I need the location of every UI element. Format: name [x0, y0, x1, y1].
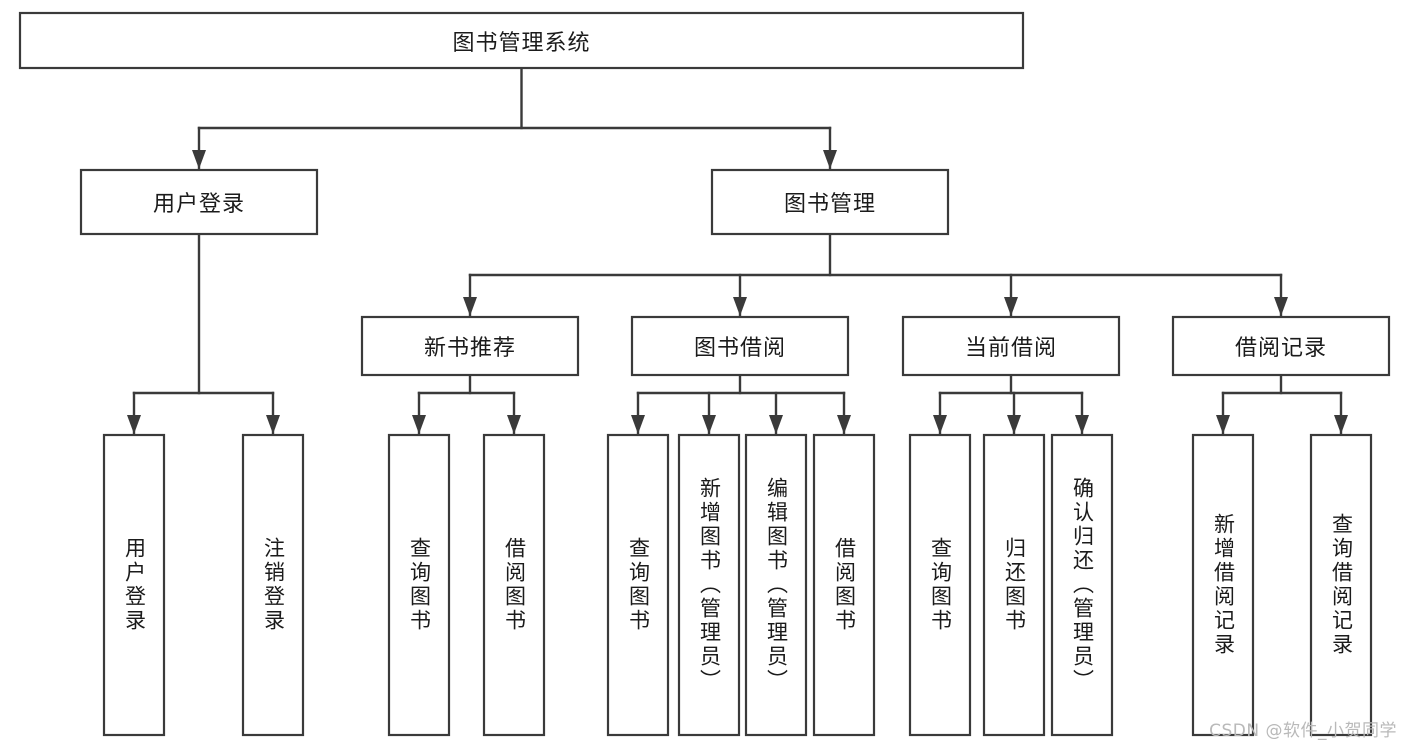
- node-box-new-book-recommend[interactable]: [360, 315, 580, 377]
- connectors-layer: [127, 66, 1348, 436]
- node-box-root[interactable]: [18, 11, 1025, 70]
- arrow-head-icon-leaf-borrow-book-rec: [507, 415, 521, 434]
- node-box-leaf-confirm-return[interactable]: [1050, 433, 1114, 737]
- boxes-layer: [18, 11, 1391, 737]
- arrow-head-icon-leaf-query-book-rec: [412, 415, 426, 434]
- arrow-head-icon-leaf-edit-book: [769, 415, 783, 434]
- arrow-head-icon-leaf-return-book: [1007, 415, 1021, 434]
- node-box-book-manage[interactable]: [710, 168, 950, 236]
- node-box-leaf-return-book[interactable]: [982, 433, 1046, 737]
- arrow-head-icon-leaf-user-logout: [266, 415, 280, 434]
- node-box-leaf-user-login[interactable]: [102, 433, 166, 737]
- node-box-leaf-edit-book[interactable]: [744, 433, 808, 737]
- arrow-head-icon-leaf-query-book-cb: [933, 415, 947, 434]
- arrow-head-icon-leaf-query-book-bb: [631, 415, 645, 434]
- arrow-head-icon-leaf-query-record: [1334, 415, 1348, 434]
- arrow-head-icon-leaf-add-record: [1216, 415, 1230, 434]
- node-box-current-borrow[interactable]: [901, 315, 1121, 377]
- arrow-head-icon-leaf-confirm-return: [1075, 415, 1089, 434]
- arrow-head-icon-leaf-borrow-book-bb: [837, 415, 851, 434]
- arrow-head-icon-new-book-recommend: [463, 297, 477, 316]
- node-box-leaf-add-book[interactable]: [677, 433, 741, 737]
- node-box-user-login[interactable]: [79, 168, 319, 236]
- arrow-head-icon-borrow-record: [1274, 297, 1288, 316]
- node-box-leaf-query-book-bb[interactable]: [606, 433, 670, 737]
- node-box-leaf-add-record[interactable]: [1191, 433, 1255, 737]
- arrow-head-icon-current-borrow: [1004, 297, 1018, 316]
- arrow-head-icon-book-borrow: [733, 297, 747, 316]
- node-box-leaf-query-book-cb[interactable]: [908, 433, 972, 737]
- node-box-leaf-borrow-book-rec[interactable]: [482, 433, 546, 737]
- arrow-head-icon-user-login: [192, 150, 206, 169]
- arrow-head-icon-book-manage: [823, 150, 837, 169]
- node-box-borrow-record[interactable]: [1171, 315, 1391, 377]
- node-box-leaf-query-record[interactable]: [1309, 433, 1373, 737]
- node-box-leaf-query-book-rec[interactable]: [387, 433, 451, 737]
- node-box-leaf-user-logout[interactable]: [241, 433, 305, 737]
- arrow-head-icon-leaf-add-book: [702, 415, 716, 434]
- node-box-book-borrow[interactable]: [630, 315, 850, 377]
- arrow-head-icon-leaf-user-login: [127, 415, 141, 434]
- node-box-leaf-borrow-book-bb[interactable]: [812, 433, 876, 737]
